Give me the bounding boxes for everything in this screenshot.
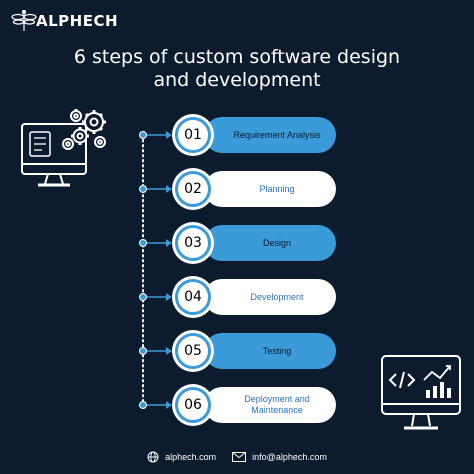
- page-title: 6 steps of custom software design and de…: [0, 46, 474, 92]
- step-1-pill: Requirement Analysis: [204, 117, 336, 153]
- step-3-number-badge: 03: [172, 222, 214, 264]
- email-text[interactable]: info@alphech.com: [252, 452, 327, 462]
- step-5-number: 05: [175, 333, 211, 369]
- step-2-pill: Planning: [204, 171, 336, 207]
- globe-icon: [147, 451, 159, 463]
- footer-website[interactable]: alphech.com: [147, 451, 216, 463]
- step-4: Development 04: [172, 276, 336, 318]
- step-6-label: Deployment and Maintenance: [244, 394, 310, 415]
- step-1-number: 01: [175, 117, 211, 153]
- step-4-number: 04: [175, 279, 211, 315]
- step-2-number: 02: [175, 171, 211, 207]
- website-text[interactable]: alphech.com: [165, 452, 217, 462]
- step-5-label: Testing: [262, 345, 292, 356]
- step-4-label: Development: [250, 291, 304, 302]
- step-5: Testing 05: [172, 330, 336, 372]
- step-6-pill: Deployment and Maintenance: [204, 387, 336, 423]
- step-1: Requirement Analysis 01: [172, 114, 336, 156]
- brand-name: ALPHECH: [36, 12, 119, 30]
- footer-email[interactable]: info@alphech.com: [232, 452, 327, 462]
- step-2: Planning 02: [172, 168, 336, 210]
- step-6-number: 06: [175, 387, 211, 423]
- monitor-gears-icon: [18, 104, 114, 201]
- step-5-pill: Testing: [204, 333, 336, 369]
- step-1-label: Requirement Analysis: [233, 129, 321, 140]
- step-2-label: Planning: [259, 183, 295, 194]
- footer: alphech.com info@alphech.com: [0, 449, 474, 465]
- monitor-code-chart-icon: [378, 352, 464, 443]
- step-3-number: 03: [175, 225, 211, 261]
- step-6: Deployment and Maintenance 06: [172, 384, 336, 426]
- step-2-number-badge: 02: [172, 168, 214, 210]
- title-line-2: and development: [153, 69, 321, 91]
- step-4-pill: Development: [204, 279, 336, 315]
- step-3-pill: Design: [204, 225, 336, 261]
- step-3-label: Design: [262, 237, 291, 248]
- dragonfly-logo-icon: [11, 9, 37, 31]
- step-1-number-badge: 01: [172, 114, 214, 156]
- brand-logo: ALPHECH: [10, 8, 118, 34]
- step-5-number-badge: 05: [172, 330, 214, 372]
- step-4-number-badge: 04: [172, 276, 214, 318]
- mail-icon: [232, 452, 247, 462]
- title-line-1: 6 steps of custom software design: [73, 46, 401, 68]
- step-6-number-badge: 06: [172, 384, 214, 426]
- step-3: Design 03: [172, 222, 336, 264]
